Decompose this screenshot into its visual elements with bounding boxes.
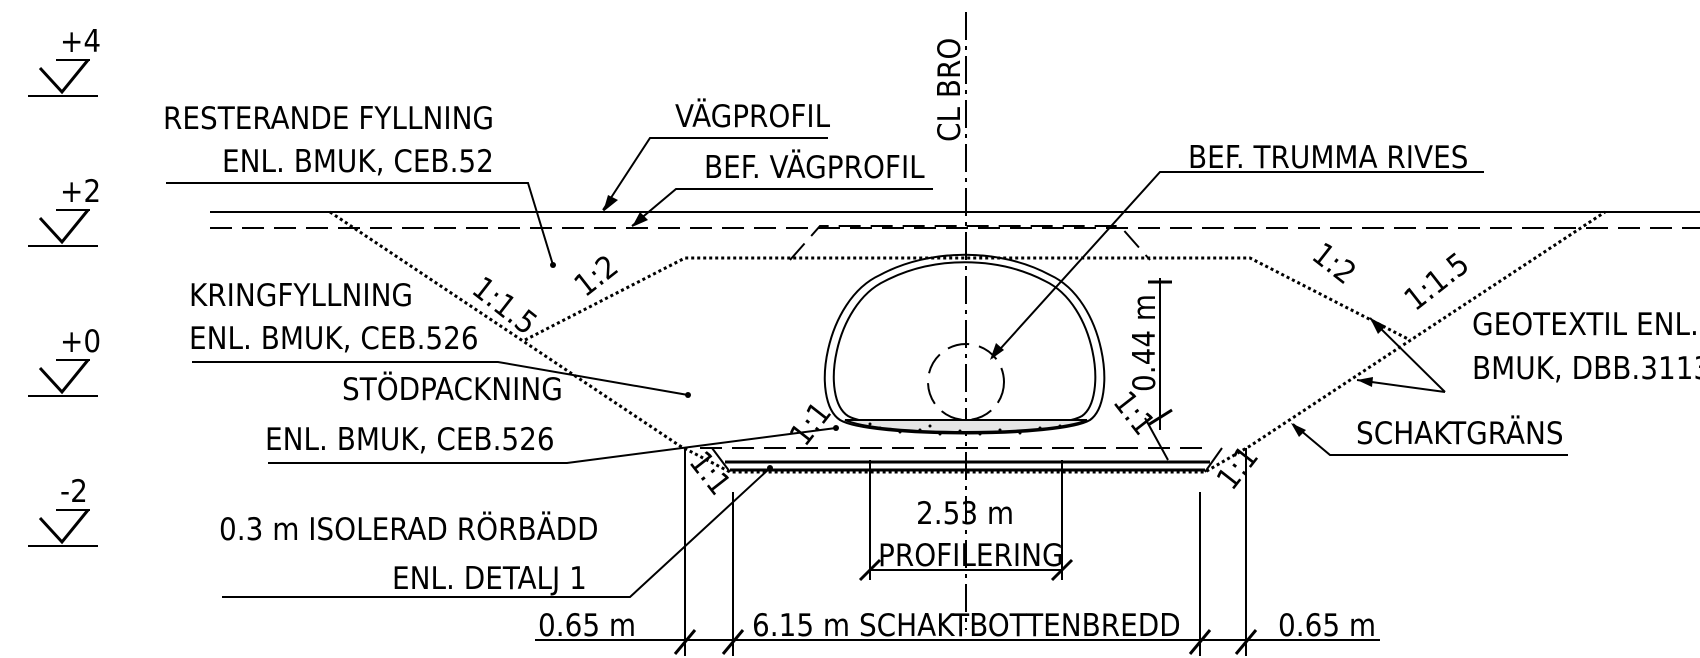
schaktgrans-leader bbox=[1292, 423, 1568, 456]
resterande-label-2: ENL. BMUK, CEB.52 bbox=[222, 144, 494, 180]
stodpackning-leader bbox=[268, 427, 837, 464]
geotextil-label-2: BMUK, DBB.3113 bbox=[1472, 351, 1700, 387]
stodpackning-label-2: ENL. BMUK, CEB.526 bbox=[265, 422, 555, 458]
geotextil-leader bbox=[1369, 317, 1446, 393]
bef-trumma-leader bbox=[991, 171, 1484, 359]
support-packing-gravel bbox=[868, 422, 1062, 436]
slope-right-inner: 1:2 bbox=[1305, 236, 1363, 292]
resterande-leader bbox=[166, 182, 554, 266]
geotextil-label-1: GEOTEXTIL ENL. bbox=[1472, 307, 1699, 343]
bottom-dimension-line bbox=[535, 448, 1380, 656]
level-marker-plus4: +4 bbox=[28, 24, 101, 97]
bef-trumma-label: BEF. TRUMMA RIVES bbox=[1188, 140, 1468, 176]
svg-text:PROFILERING: PROFILERING bbox=[878, 538, 1064, 574]
vagprofil-label: VÄGPROFIL bbox=[675, 99, 831, 135]
svg-text:0.44 m: 0.44 m bbox=[1127, 294, 1163, 392]
rorbadd-label-2: ENL. DETALJ 1 bbox=[392, 561, 587, 597]
resterande-label-1: RESTERANDE FYLLNING bbox=[163, 101, 494, 137]
bef-vagprofil-label: BEF. VÄGPROFIL bbox=[704, 150, 925, 186]
existing-pipe-circle bbox=[927, 343, 1005, 421]
inner-fill-boundary bbox=[524, 256, 1411, 342]
svg-text:-2: -2 bbox=[60, 474, 88, 510]
rorbadd-leader bbox=[222, 467, 771, 598]
excavation-boundary bbox=[329, 210, 1606, 474]
dim-left-label: 0.65 m bbox=[538, 608, 636, 644]
kringfyllning-leader bbox=[192, 361, 689, 396]
slope-left-small: 1:1 bbox=[783, 395, 839, 453]
culvert-height-tick bbox=[1144, 417, 1169, 461]
slope-right-outer: 1:1.5 bbox=[1398, 246, 1476, 318]
bef-vagprofil-leader bbox=[631, 188, 933, 227]
pipe-bedding-layer bbox=[711, 447, 1223, 473]
schaktgrans-label: SCHAKTGRÄNS bbox=[1356, 416, 1564, 452]
level-marker-minus2: -2 bbox=[28, 474, 98, 547]
slope-left-bottom: 1:1 bbox=[682, 445, 738, 503]
slope-right-bottom: 1:1 bbox=[1210, 439, 1266, 497]
svg-text:+0: +0 bbox=[60, 324, 101, 360]
level-marker-zero: +0 bbox=[28, 324, 101, 397]
svg-text:+2: +2 bbox=[60, 174, 101, 210]
slope-left-inner: 1:2 bbox=[568, 248, 626, 304]
kringfyllning-label-2: ENL. BMUK, CEB.526 bbox=[189, 321, 479, 357]
svg-text:+4: +4 bbox=[60, 24, 101, 60]
stodpackning-label-1: STÖDPACKNING bbox=[342, 371, 563, 408]
dim-bottom-label: 6.15 m SCHAKTBOTTENBREDD bbox=[752, 608, 1181, 644]
kringfyllning-label-1: KRINGFYLLNING bbox=[189, 278, 413, 314]
vagprofil-leader bbox=[602, 137, 828, 211]
svg-text:2.53 m: 2.53 m bbox=[916, 496, 1014, 532]
culvert-pipe-arch bbox=[823, 253, 1106, 435]
height-dimension: 0.44 m bbox=[1127, 278, 1173, 430]
profiling-dimension: 2.53 m PROFILERING bbox=[858, 460, 1074, 582]
existing-culvert-outline bbox=[789, 225, 1151, 261]
cl-bro-label: CL BRO bbox=[932, 38, 968, 142]
level-marker-plus2: +2 bbox=[28, 174, 101, 247]
rorbadd-label-1: 0.3 m ISOLERAD RÖRBÄDD bbox=[219, 511, 599, 548]
dim-right-label: 0.65 m bbox=[1278, 608, 1376, 644]
